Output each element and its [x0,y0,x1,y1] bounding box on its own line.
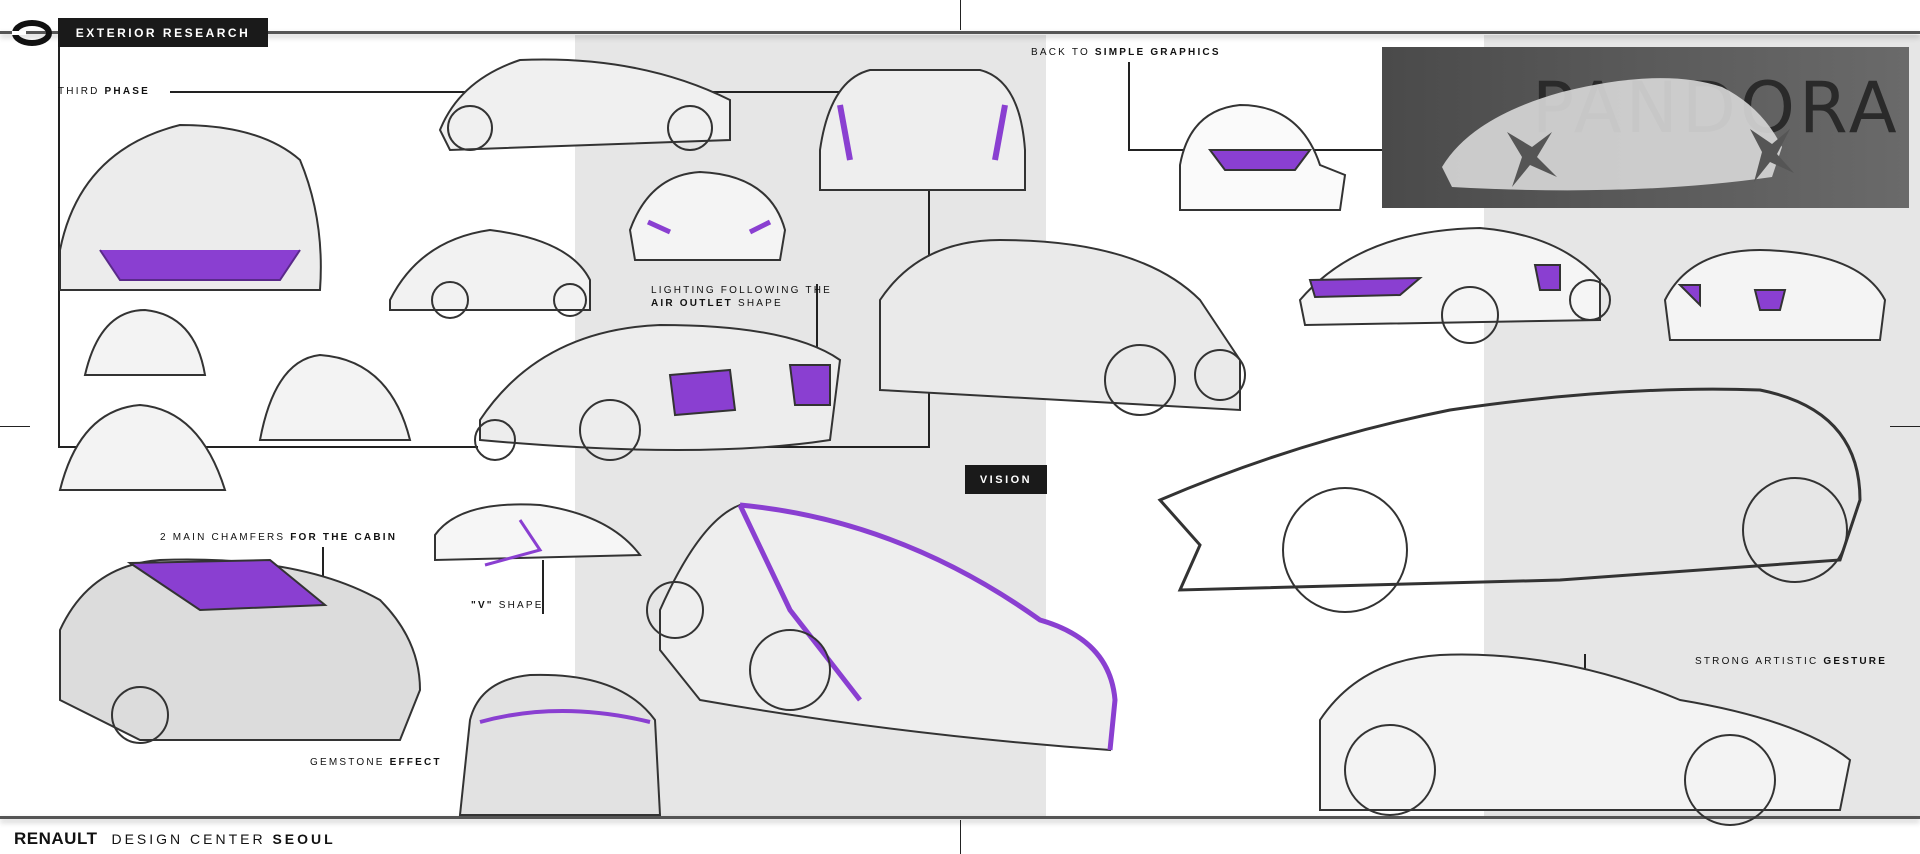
connector-line [322,547,324,597]
render-car [1442,78,1794,191]
pandora-render-image: PANDORA [1382,47,1909,208]
section-title: EXTERIOR RESEARCH [58,18,268,47]
connector-line [650,446,930,448]
connector-line [58,446,478,448]
top-rule [0,31,1920,34]
connector-line [58,47,60,447]
connector-line [816,284,818,364]
gemstone-label: GEMSTONE EFFECT [310,757,442,768]
third-phase-label: THIRD PHASE [58,86,150,97]
footer: RENAULT DESIGN CENTER SEOUL [14,829,336,849]
bottom-rule [0,816,1920,819]
footer-city: SEOUL [272,831,336,847]
vision-tag: VISION [965,465,1047,494]
v-shape-label: "V" SHAPE [471,600,544,611]
crop-mark [1890,426,1920,427]
connector-line [542,560,544,614]
crop-mark [960,0,961,30]
crop-mark [960,820,961,854]
gesture-label: STRONG ARTISTIC GESTURE [1695,656,1888,667]
chamfers-label: 2 MAIN CHAMFERS FOR THE CABIN [160,532,398,543]
connector-line [1128,62,1130,150]
footer-text: DESIGN CENTER [111,831,273,847]
footer-brand: RENAULT [14,829,98,848]
renault-logo-icon [12,20,52,46]
crop-mark [0,426,30,427]
simple-graphics-label: BACK TO SIMPLE GRAPHICS [1031,47,1221,58]
